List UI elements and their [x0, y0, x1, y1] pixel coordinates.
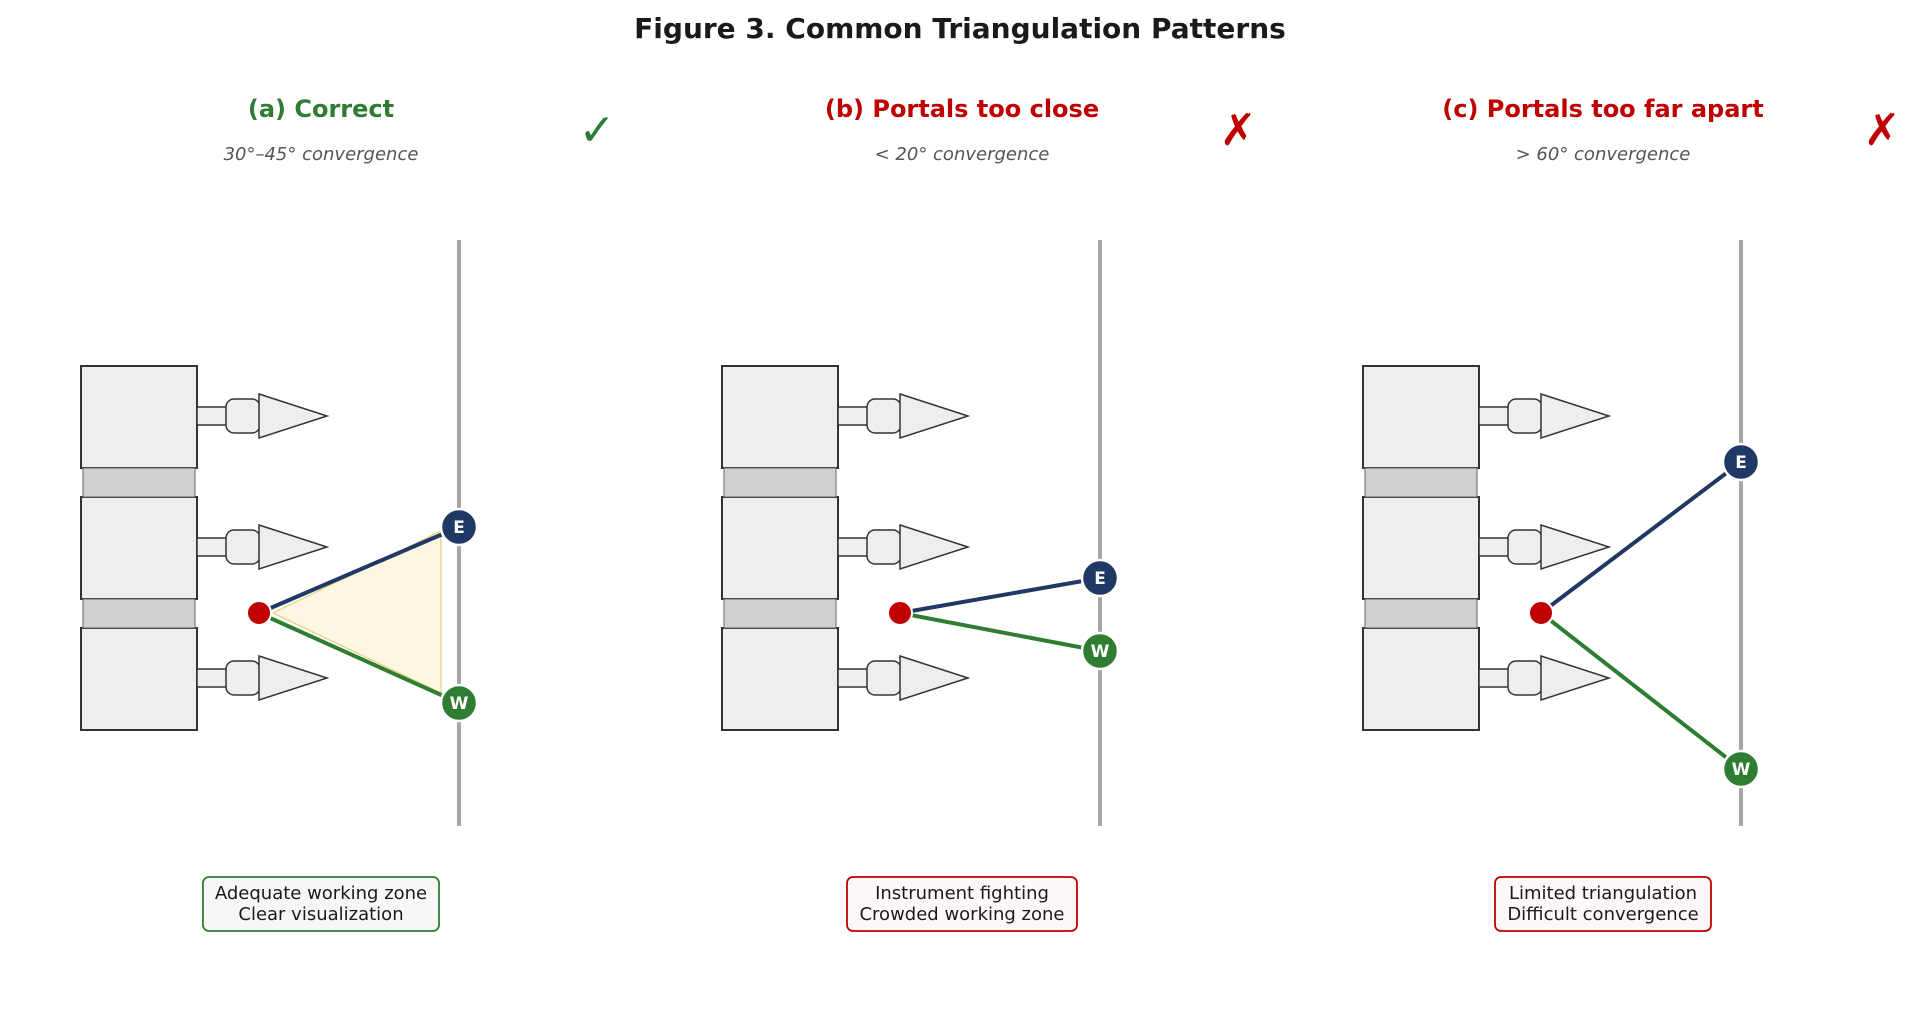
west-instrument-line — [899, 611, 1101, 653]
west-portal: W — [439, 683, 479, 723]
panels-container: (a) Correct 30°–45° convergence ✓ E W Adequat… — [80, 95, 1901, 932]
spinous-process-1 — [1540, 392, 1612, 440]
caption-line-2: Crowded working zone — [859, 904, 1064, 925]
vertebra-3 — [1362, 627, 1480, 731]
west-portal-label: W — [1732, 760, 1751, 780]
pedicle-2 — [196, 537, 228, 557]
pedicle-1 — [1478, 406, 1510, 426]
east-portal: E — [439, 507, 479, 547]
east-instrument-line — [1539, 460, 1743, 615]
target-point — [1528, 600, 1554, 626]
vertebra-1 — [1362, 365, 1480, 469]
facet-2 — [866, 529, 902, 565]
east-portal-marker — [439, 507, 479, 547]
west-portal: W — [1080, 631, 1120, 671]
east-portal-label: E — [1094, 569, 1106, 589]
panel-c-title: (c) Portals too far apart — [1442, 95, 1763, 123]
panel-a-spine — [80, 365, 330, 731]
panel-a-subtitle: 30°–45° convergence — [224, 144, 419, 165]
west-portal-marker — [1080, 631, 1120, 671]
target-point — [246, 600, 272, 626]
east-portal-label: E — [1735, 453, 1747, 473]
disc-1 — [82, 467, 196, 498]
pedicle-2 — [837, 537, 869, 557]
spinous-process-3 — [1540, 654, 1612, 702]
figure-title: Figure 3. Common Triangulation Patterns — [634, 12, 1286, 45]
spinous-process-3 — [899, 654, 971, 702]
panel-b: (b) Portals too close < 20° convergence ✗ E… — [721, 95, 1257, 932]
check-mark-icon: ✓ — [579, 105, 616, 156]
facet-3 — [866, 660, 902, 696]
spinous-process-2 — [1540, 523, 1612, 571]
pedicle-2 — [1478, 537, 1510, 557]
panel-b-spine — [721, 365, 971, 731]
east-portal-marker — [1080, 558, 1120, 598]
panel-b-title: (b) Portals too close — [825, 95, 1099, 123]
facet-1 — [225, 398, 261, 434]
disc-2 — [82, 598, 196, 629]
cross-mark-icon: ✗ — [1220, 105, 1257, 156]
caption-box — [202, 876, 440, 932]
caption-box — [846, 876, 1078, 932]
pedicle-3 — [837, 668, 869, 688]
east-portal: E — [1080, 558, 1120, 598]
spinous-process-1 — [258, 392, 330, 440]
east-instrument-line — [258, 525, 460, 615]
spinous-process-3 — [258, 654, 330, 702]
vertebra-3 — [721, 627, 839, 731]
spinous-process-1 — [899, 392, 971, 440]
west-portal-label: W — [1091, 642, 1110, 662]
caption-line-2: Clear visualization — [238, 904, 403, 925]
vertebra-3 — [80, 627, 198, 731]
panel-c-subtitle: > 60° convergence — [1516, 144, 1691, 165]
facet-1 — [866, 398, 902, 434]
east-portal: E — [1721, 442, 1761, 482]
east-portal-marker — [1721, 442, 1761, 482]
east-portal-label: E — [453, 518, 465, 538]
facet-2 — [1507, 529, 1543, 565]
target-point — [887, 600, 913, 626]
panel-c-spine — [1362, 365, 1612, 731]
spinous-process-2 — [258, 523, 330, 571]
panel-b-subtitle: < 20° convergence — [875, 144, 1050, 165]
facet-2 — [225, 529, 261, 565]
panel-c: (c) Portals too far apart > 60° convergen… — [1362, 95, 1901, 932]
pedicle-3 — [1478, 668, 1510, 688]
facet-1 — [1507, 398, 1543, 434]
pedicle-1 — [196, 406, 228, 426]
west-portal-marker — [1721, 749, 1761, 789]
vertebra-2 — [1362, 496, 1480, 600]
caption-line-2: Difficult convergence — [1507, 904, 1698, 925]
facet-3 — [1507, 660, 1543, 696]
west-instrument-line — [258, 611, 460, 705]
vertebra-2 — [80, 496, 198, 600]
vertebra-1 — [80, 365, 198, 469]
spinous-process-2 — [899, 523, 971, 571]
disc-2 — [723, 598, 837, 629]
panel-a: (a) Correct 30°–45° convergence ✓ E W Adequat… — [80, 95, 616, 932]
pedicle-3 — [196, 668, 228, 688]
disc-2 — [1364, 598, 1478, 629]
disc-1 — [1364, 467, 1478, 498]
disc-1 — [723, 467, 837, 498]
east-instrument-line — [899, 576, 1101, 615]
west-portal: W — [1721, 749, 1761, 789]
vertebra-1 — [721, 365, 839, 469]
caption-line-1: Adequate working zone — [215, 883, 427, 904]
caption-line-1: Instrument fighting — [875, 883, 1049, 904]
west-portal-label: W — [450, 694, 469, 714]
cross-mark-icon: ✗ — [1864, 105, 1901, 156]
caption-box — [1494, 876, 1712, 932]
west-instrument-line — [1539, 611, 1743, 771]
caption-line-1: Limited triangulation — [1509, 883, 1697, 904]
pedicle-1 — [837, 406, 869, 426]
panel-a-title: (a) Correct — [248, 95, 394, 123]
vertebra-2 — [721, 496, 839, 600]
facet-3 — [225, 660, 261, 696]
west-portal-marker — [439, 683, 479, 723]
